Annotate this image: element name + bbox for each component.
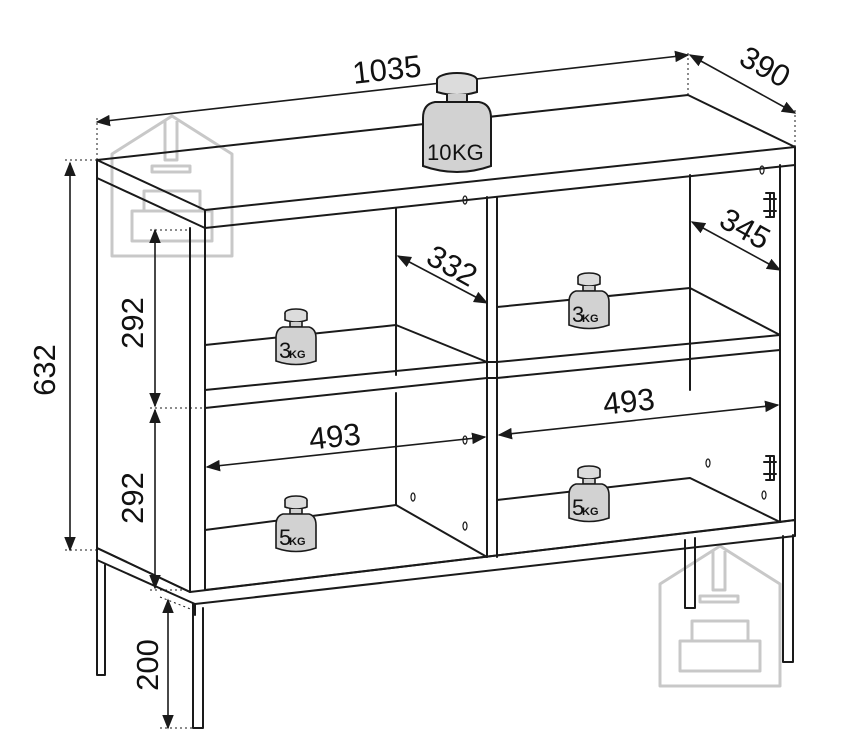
dimension-leg-height: 200 (130, 596, 194, 730)
height-label: 632 (27, 344, 62, 396)
weight-5kg-right-number: 5 (572, 495, 584, 520)
inner-width-right-label: 493 (601, 381, 656, 421)
dimension-inner-depth-left: 332 (396, 238, 489, 304)
weight-5kg-right-unit: KG (582, 506, 599, 518)
dimension-width: 1035 (95, 48, 690, 160)
lower-compartment-label: 292 (115, 472, 150, 524)
upper-compartment-label: 292 (115, 297, 150, 349)
weight-5kg-left-unit: KG (289, 536, 306, 548)
width-label: 1035 (351, 48, 423, 90)
leg-height-label: 200 (130, 639, 165, 691)
inner-width-left-label: 493 (307, 416, 362, 456)
dimension-lower-compartment: 292 (115, 408, 190, 591)
dimension-height: 632 (27, 159, 97, 552)
weight-5kg-right-icon: 5 KG (568, 465, 610, 523)
inner-depth-left-label: 332 (421, 238, 483, 294)
inner-depth-right-label: 345 (714, 201, 776, 257)
weight-10kg-unit: KG (452, 140, 484, 165)
dimension-inner-width-right: 493 (497, 381, 780, 440)
weight-3kg-left-icon: 3 KG (275, 308, 317, 366)
weight-5kg-left-number: 5 (279, 525, 291, 550)
weight-3kg-right-number: 3 (572, 302, 584, 327)
weight-3kg-right-unit: KG (582, 313, 599, 325)
dimension-depth: 390 (688, 39, 797, 147)
weight-3kg-left-number: 3 (279, 338, 291, 363)
weight-10kg-icon: 10 KG (422, 72, 492, 173)
hinge-icon (763, 192, 777, 218)
house-sofa-watermark-icon (658, 544, 782, 688)
cabinet-drawing (96, 94, 796, 729)
depth-label: 390 (734, 39, 796, 95)
weight-10kg-number: 10 (427, 140, 451, 165)
weight-3kg-right-icon: 3 KG (568, 272, 610, 330)
house-sofa-watermark-icon (110, 114, 234, 258)
weight-5kg-left-icon: 5 KG (275, 495, 317, 553)
hinge-icon (763, 455, 777, 481)
weight-3kg-left-unit: KG (289, 349, 306, 361)
dimension-inner-width-left: 493 (205, 416, 487, 472)
dimension-upper-compartment: 292 (115, 228, 205, 409)
